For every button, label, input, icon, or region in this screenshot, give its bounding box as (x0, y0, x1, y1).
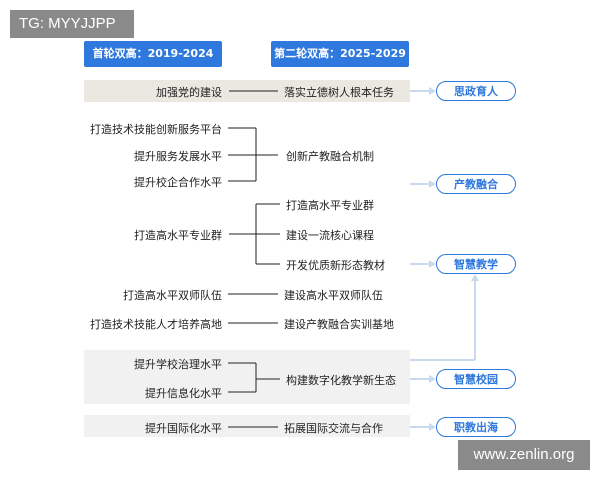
international-right-label: 拓展国际交流与合作 (284, 422, 383, 435)
phase-first-round: 首轮双高：2019-2024 (84, 41, 222, 67)
watermark-bottom: www.zenlin.org (458, 440, 590, 470)
governance-label: 提升学校治理水平 (134, 358, 222, 371)
outcome-smart-campus-pill: 智慧校园 (436, 369, 516, 389)
party-right-label: 落实立德树人根本任务 (284, 86, 394, 99)
industry-mechanism-label: 创新产教融合机制 (286, 150, 374, 163)
service-level-label: 提升服务发展水平 (134, 150, 222, 163)
major-group-left-label: 打造高水平专业群 (134, 229, 222, 242)
major-group-right-label: 打造高水平专业群 (286, 199, 374, 212)
tech-platform-label: 打造技术技能创新服务平台 (90, 123, 222, 136)
teacher-left-label: 打造高水平双师队伍 (123, 289, 222, 302)
international-left-label: 提升国际化水平 (145, 422, 222, 435)
talent-base-label: 打造技术技能人才培养高地 (90, 318, 222, 331)
party-left-label: 加强党的建设 (156, 86, 222, 99)
informatization-label: 提升信息化水平 (145, 387, 222, 400)
outcome-vocational-global-pill: 职教出海 (436, 417, 516, 437)
outcome-integration-pill: 产教融合 (436, 174, 516, 194)
outcome-ideology-pill: 思政育人 (436, 81, 516, 101)
digital-ecology-label: 构建数字化教学新生态 (286, 374, 396, 387)
new-materials-label: 开发优质新形态教材 (286, 259, 385, 272)
school-enterprise-label: 提升校企合作水平 (134, 176, 222, 189)
outcome-smart-teaching-pill: 智慧教学 (436, 254, 516, 274)
watermark-top: TG: MYYJJPP (10, 10, 134, 38)
core-courses-label: 建设一流核心课程 (286, 229, 374, 242)
teacher-right-label: 建设高水平双师队伍 (284, 289, 383, 302)
band-digital (84, 350, 410, 404)
training-base-label: 建设产教融合实训基地 (284, 318, 394, 331)
phase-second-round: 第二轮双高：2025-2029 (271, 41, 409, 67)
band-international (84, 415, 410, 437)
